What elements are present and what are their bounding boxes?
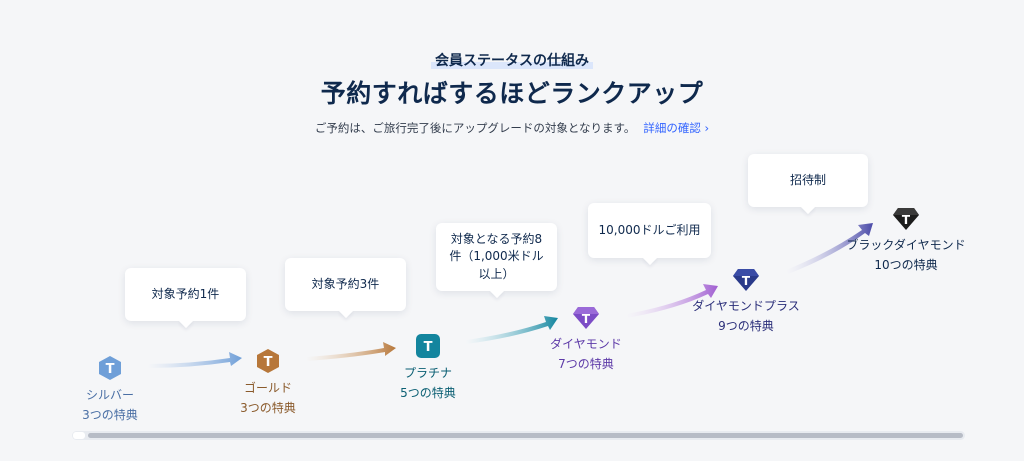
details-link[interactable]: 詳細の確認 › [643, 121, 710, 135]
tier-perks: 7つの特典 [558, 357, 614, 371]
svg-text:T: T [742, 274, 751, 288]
svg-text:T: T [424, 340, 433, 355]
requirement-card-diamond-plus: 10,000ドルご利用 [588, 203, 711, 258]
requirement-card-platinum: 対象予約3件 [285, 258, 406, 311]
eyebrow-wrap: 会員ステータスの仕組み [0, 50, 1024, 70]
arrow-diamond-plus-to-black-diamond [786, 223, 873, 274]
tier-silver: T シルバー 3つの特典 [70, 355, 150, 425]
requirement-text: 対象となる予約8件（1,000米ドル以上） [449, 231, 544, 281]
section-eyebrow: 会員ステータスの仕組み [431, 50, 593, 70]
black-diamond-badge-icon: T [893, 208, 919, 230]
tier-perks: 10つの特典 [874, 258, 938, 272]
svg-text:T: T [106, 362, 115, 377]
tier-name: ダイヤモンドプラス [692, 299, 800, 313]
requirement-text: 対象予約3件 [311, 276, 380, 291]
diamond-plus-badge-icon: T [733, 269, 759, 291]
tier-diamond-plus: T ダイヤモンドプラス 9つの特典 [686, 268, 806, 336]
page-title: 予約すればするほどランクアップ [320, 79, 704, 108]
horizontal-scrollbar-thumb[interactable] [88, 433, 963, 438]
silver-badge-icon: T [99, 356, 121, 380]
arrow-gold-to-platinum [306, 342, 396, 361]
requirement-text: 招待制 [789, 172, 826, 187]
tier-name: ブラックダイヤモンド [846, 238, 966, 252]
requirement-text: 10,000ドルご利用 [598, 222, 701, 237]
arrow-silver-to-gold [148, 352, 242, 368]
tier-platinum: T プラチナ 5つの特典 [388, 333, 468, 403]
diamond-badge-icon: T [573, 307, 599, 329]
tier-diamond: T ダイヤモンド 7つの特典 [541, 306, 631, 374]
tier-perks: 3つの特典 [240, 401, 296, 415]
eyebrow-text: 会員ステータスの仕組み [435, 53, 589, 69]
tier-name: ダイヤモンド [550, 337, 622, 351]
requirement-text: 対象予約1件 [151, 286, 220, 301]
arrow-diamond-to-diamond-plus [626, 284, 718, 318]
gold-badge-icon: T [257, 349, 279, 373]
scrollbar-start-cap [73, 432, 85, 439]
tier-perks: 5つの特典 [400, 386, 456, 400]
svg-text:T: T [264, 355, 273, 370]
arrow-platinum-to-diamond [466, 316, 558, 344]
page-subtitle: ご予約は、ご旅行完了後にアップグレードの対象となります。詳細の確認 › [0, 120, 1024, 136]
platinum-badge-icon: T [416, 334, 440, 358]
requirement-card-gold: 対象予約1件 [125, 268, 246, 321]
tier-perks: 3つの特典 [82, 408, 138, 422]
tier-name: プラチナ [403, 366, 452, 380]
tier-name: シルバー [85, 388, 134, 402]
requirement-card-diamond: 対象となる予約8件（1,000米ドル以上） [436, 223, 557, 291]
tier-black-diamond: T ブラックダイヤモンド 10つの特典 [840, 207, 972, 275]
subtitle-text: ご予約は、ご旅行完了後にアップグレードの対象となります。 [314, 121, 636, 135]
tier-gold: T ゴールド 3つの特典 [228, 348, 308, 418]
requirement-card-black-diamond: 招待制 [748, 154, 868, 207]
svg-text:T: T [902, 213, 911, 227]
tier-name: ゴールド [243, 381, 292, 395]
tier-perks: 9つの特典 [718, 319, 774, 333]
svg-text:T: T [582, 312, 591, 326]
